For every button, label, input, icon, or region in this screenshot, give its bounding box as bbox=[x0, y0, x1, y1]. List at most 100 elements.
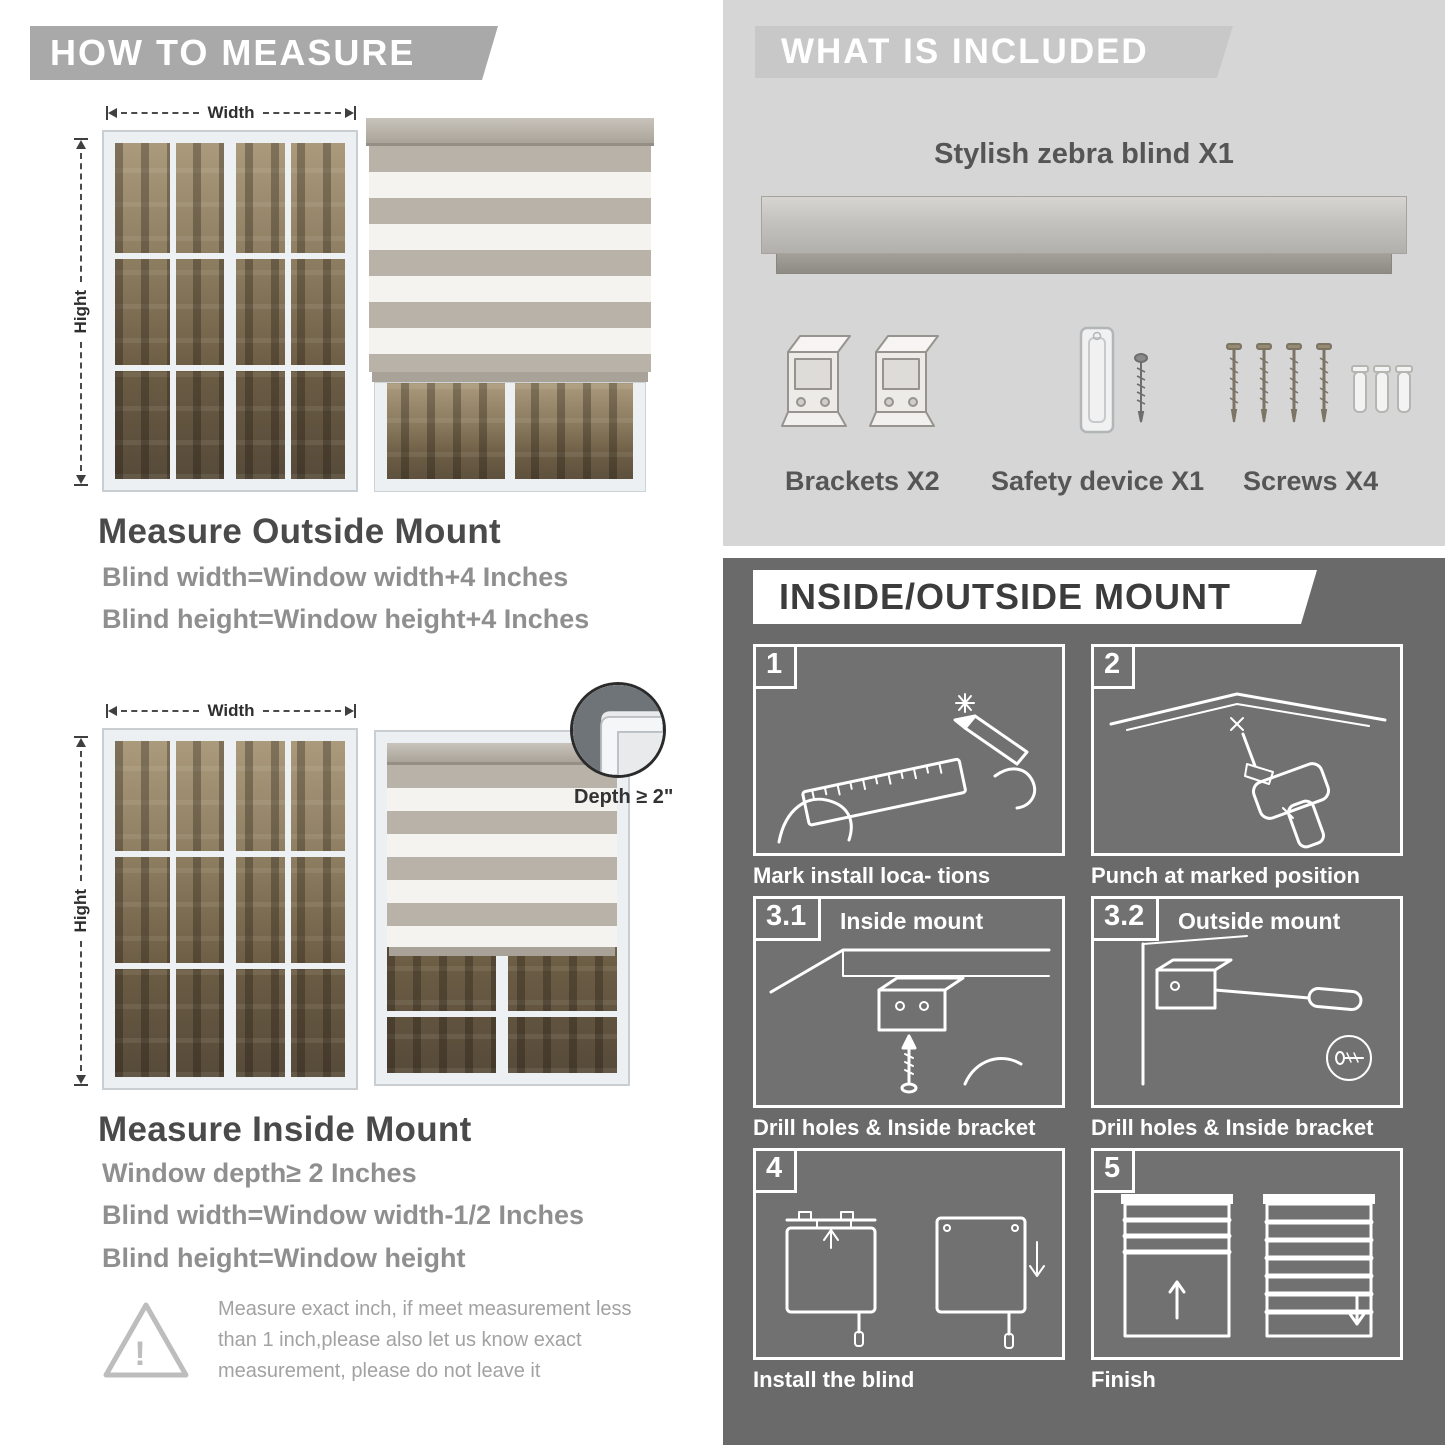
arrow-dash bbox=[121, 710, 200, 712]
step-4: 4 Install the blind bbox=[753, 1148, 1065, 1393]
step-number: 1 bbox=[756, 647, 798, 689]
what-is-included-header: WHAT IS INCLUDED bbox=[755, 26, 1233, 78]
blind-bottom-rail bbox=[389, 947, 615, 956]
warning-triangle-icon: ! bbox=[103, 1302, 189, 1377]
step-3-2: 3.2 Outside mount Drill holes & Inside b… bbox=[1091, 896, 1403, 1141]
window-mullion bbox=[224, 741, 236, 1077]
zebra-blind-outside-figure bbox=[366, 118, 654, 492]
outside-mount-line1: Blind width=Window width+4 Inches bbox=[102, 562, 569, 592]
screws-illustration bbox=[1226, 343, 1413, 423]
arrow-head-up-icon bbox=[76, 738, 86, 747]
height-label: Hight bbox=[71, 290, 90, 334]
arrow-tick bbox=[106, 106, 108, 120]
outside-mount-title: Measure Outside Mount bbox=[98, 512, 502, 551]
step-number: 3.2 bbox=[1094, 899, 1160, 941]
window-mullion bbox=[224, 143, 236, 479]
step-number: 2 bbox=[1094, 647, 1136, 689]
height-arrow: Hight bbox=[71, 138, 90, 486]
arrow-head-right-icon bbox=[345, 706, 354, 716]
window-muntin bbox=[115, 252, 345, 259]
inside-mount-title: Measure Inside Mount bbox=[98, 1110, 472, 1149]
step3-1-bracket-illustration bbox=[769, 948, 1051, 1094]
arrow-dash bbox=[80, 751, 82, 882]
window-muntin bbox=[387, 1011, 617, 1017]
zebra-blind-fabric bbox=[387, 765, 617, 947]
window-frame bbox=[375, 383, 387, 491]
arrow-head-down-icon bbox=[76, 475, 86, 484]
headrail-bar bbox=[761, 196, 1407, 254]
zebra-blind-inside-figure bbox=[376, 732, 628, 1084]
window-muntin bbox=[115, 963, 345, 970]
step-3-2-panel: 3.2 Outside mount bbox=[1091, 896, 1403, 1108]
safety-device-label: Safety device X1 bbox=[991, 466, 1205, 496]
depth-label: Depth ≥ 2" bbox=[574, 786, 674, 808]
mount-section-header: INSIDE/OUTSIDE MOUNT bbox=[753, 570, 1317, 624]
arrow-dash bbox=[262, 710, 341, 712]
step-3-1-panel: 3.1 Inside mount bbox=[753, 896, 1065, 1108]
inside-mount-line2: Blind width=Window width-1/2 Inches bbox=[102, 1200, 585, 1230]
zebra-blind-fabric bbox=[369, 146, 651, 372]
window-photo bbox=[104, 132, 356, 490]
step3-2-bracket-illustration bbox=[1141, 935, 1372, 1086]
width-arrow: Width bbox=[106, 701, 356, 720]
arrow-dash bbox=[80, 153, 82, 283]
step-3-1: 3.1 Inside mount Drill holes & Inside br… bbox=[753, 896, 1065, 1141]
headrail-bottom-strip bbox=[776, 254, 1392, 274]
screws-label: Screws X4 bbox=[1243, 466, 1379, 496]
step-2-panel: 2 bbox=[1091, 644, 1403, 856]
step-caption: Drill holes & Inside bracket bbox=[753, 1115, 1036, 1140]
step-caption: Install the blind bbox=[753, 1367, 915, 1392]
warning-exclamation: ! bbox=[134, 1335, 145, 1373]
outside-mount-line2: Blind height=Window height+4 Inches bbox=[102, 604, 590, 634]
what-is-included-section: WHAT IS INCLUDED Stylish zebra blind X1 bbox=[723, 0, 1445, 546]
step5-finish-illustration bbox=[1121, 1194, 1375, 1338]
window-photo bbox=[104, 730, 356, 1088]
arrow-dash bbox=[262, 112, 341, 114]
window-muntin bbox=[115, 850, 345, 857]
how-to-measure-header: HOW TO MEASURE bbox=[30, 26, 498, 80]
inside-mount-line3: Blind height=Window height bbox=[102, 1243, 466, 1273]
arrow-dash bbox=[80, 940, 82, 1071]
arrow-tick bbox=[74, 138, 88, 140]
step-5-panel: 5 bbox=[1091, 1148, 1403, 1360]
window-muntin bbox=[169, 741, 176, 1077]
step-mount-type-label: Inside mount bbox=[840, 908, 984, 934]
arrow-tick bbox=[74, 484, 88, 486]
window-sill bbox=[375, 479, 645, 491]
brackets-label: Brackets X2 bbox=[785, 466, 940, 496]
arrow-dash bbox=[121, 112, 200, 114]
window-muntin bbox=[115, 365, 345, 372]
width-label: Width bbox=[207, 701, 255, 720]
arrow-dash bbox=[80, 341, 82, 471]
warning-text: Measure exact inch, if meet measurement … bbox=[218, 1298, 632, 1382]
window-mullion bbox=[505, 383, 515, 491]
step-mount-type-label: Outside mount bbox=[1178, 908, 1341, 934]
inside-mount-figure: Width Hight Depth ≥ 2" bbox=[70, 682, 680, 1102]
arrow-tick bbox=[74, 736, 88, 738]
width-label: Width bbox=[207, 103, 255, 122]
step-4-panel: 4 bbox=[753, 1148, 1065, 1360]
zebra-blind-headrail bbox=[761, 196, 1407, 274]
arrow-tick bbox=[354, 106, 356, 120]
depth-callout-circle bbox=[570, 682, 666, 778]
window-muntin bbox=[169, 143, 176, 479]
step4-install-illustration bbox=[785, 1211, 1045, 1349]
arrow-head-down-icon bbox=[76, 1075, 86, 1084]
width-arrow: Width bbox=[106, 103, 356, 122]
arrow-head-left-icon bbox=[108, 108, 117, 118]
safety-device-illustration bbox=[1079, 326, 1148, 434]
window-lower-part bbox=[374, 382, 646, 492]
measure-warning: ! Measure exact inch, if meet measuremen… bbox=[100, 1294, 670, 1387]
wall-anchors bbox=[1351, 365, 1413, 413]
outside-mount-figure: Width Hight bbox=[70, 98, 660, 498]
window-muntin bbox=[284, 741, 291, 1077]
window-muntin bbox=[284, 143, 291, 479]
step-5: 5 Finish bbox=[1091, 1148, 1403, 1393]
step-number: 4 bbox=[756, 1151, 798, 1193]
step-2: 2 Punch at marked position bbox=[1091, 644, 1403, 889]
step-1-panel: 1 bbox=[753, 644, 1065, 856]
step-1: 1 Mark install loca- tions bbox=[753, 644, 1065, 889]
brackets-illustration bbox=[781, 335, 939, 427]
inside-mount-line1: Window depth≥ 2 Inches bbox=[102, 1158, 417, 1188]
step-number: 3.1 bbox=[756, 899, 822, 941]
